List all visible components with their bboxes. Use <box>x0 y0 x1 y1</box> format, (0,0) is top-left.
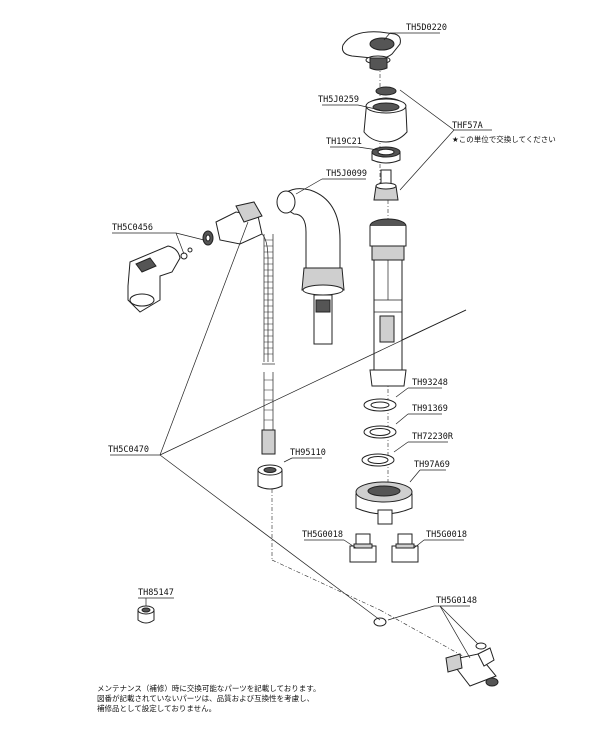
label-ring: TH19C21 <box>326 137 362 147</box>
footnote: メンテナンス（補修）時に交換可能なパーツを記載しております。 図番が記載されてい… <box>97 683 321 713</box>
label-adapter-left: TH5G0018 <box>302 530 343 540</box>
label-nut-hose: TH95110 <box>290 448 326 458</box>
label-adapter-right: TH5G0018 <box>426 530 467 540</box>
hose-part <box>261 233 276 455</box>
label-lever: TH5C0456 <box>112 223 153 233</box>
part-labels: TH5D0220 TH5J0259 TH19C21 THF57A ★この単位で交… <box>108 23 556 606</box>
large-nut-part <box>355 481 413 525</box>
label-handle: TH5D0220 <box>406 23 447 33</box>
label-valve: TH5G0148 <box>436 596 477 606</box>
label-spout: TH5J0099 <box>326 169 367 179</box>
label-cartridge: THF57A <box>452 121 483 131</box>
label-washer-2: TH91369 <box>412 404 448 414</box>
lever-part <box>127 245 193 313</box>
spout-part <box>276 188 345 345</box>
cartridge-stem-part <box>373 169 399 201</box>
adapter-right-part <box>391 533 419 563</box>
cover-part <box>363 86 408 143</box>
washer-3-part <box>361 453 395 467</box>
handle-part <box>341 31 401 71</box>
hose-nut-part <box>257 464 283 490</box>
label-hose: TH5C0470 <box>108 445 149 455</box>
footnote-line-2: 図番が記載されていないパーツは、品質および互換性を考慮し、 <box>97 693 314 703</box>
label-washer-1: TH93248 <box>412 378 448 388</box>
label-cartridge-note: ★この単位で交換してください <box>452 134 556 144</box>
valve-body-part <box>369 218 407 387</box>
hose-fitting-part <box>202 201 263 246</box>
hose-ribs <box>264 239 273 355</box>
washer-1-part <box>363 398 397 412</box>
label-nut-large: TH97A69 <box>414 460 450 470</box>
adapter-left-part <box>349 533 377 563</box>
leader-lines <box>110 32 492 659</box>
label-washer-3: TH72230R <box>412 432 454 442</box>
ring-part <box>371 146 401 164</box>
label-cover: TH5J0259 <box>318 95 359 105</box>
stop-valve-part <box>373 617 499 687</box>
footnote-line-3: 補修品として設定しておりません。 <box>97 703 216 713</box>
footnote-line-1: メンテナンス（補修）時に交換可能なパーツを記載しております。 <box>97 683 321 693</box>
label-cap: TH85147 <box>138 588 174 598</box>
washer-2-part <box>363 425 397 439</box>
cap-part <box>137 605 155 624</box>
